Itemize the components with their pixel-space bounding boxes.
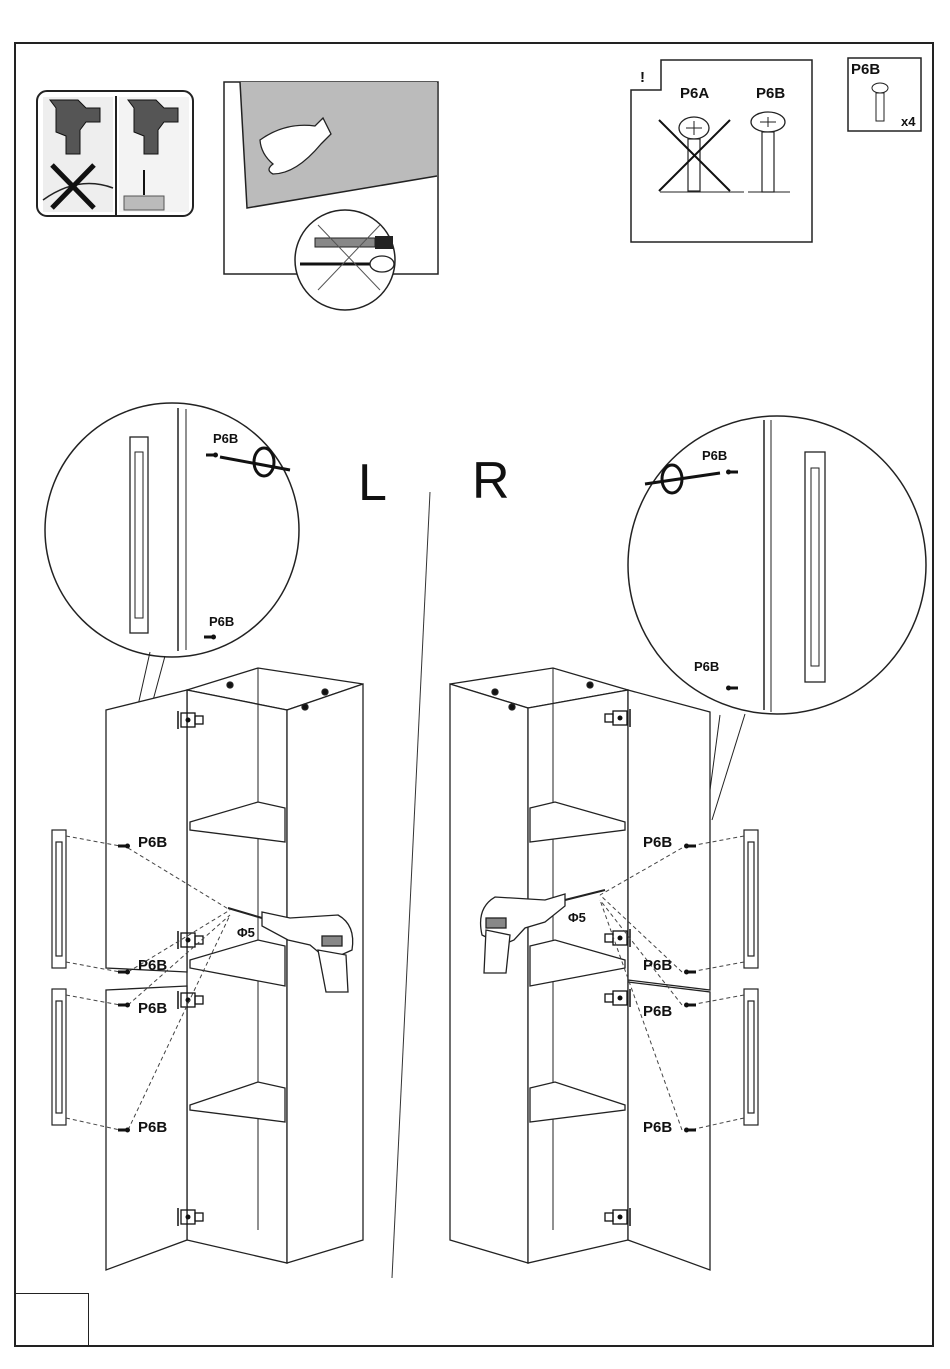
- parts-box-qty: x4: [901, 114, 916, 129]
- left-handle-top: [52, 830, 66, 968]
- right-detail-screw-top-label: P6B: [702, 448, 727, 463]
- right-detail-screw-bottom-label: P6B: [694, 659, 719, 674]
- left-screw-label-4: P6B: [138, 1119, 167, 1136]
- right-handle-top: [744, 830, 758, 968]
- screw-a-label: P6A: [680, 85, 709, 102]
- screw-warning-box: ! P6A P6B: [631, 60, 812, 242]
- left-detail-screw-top-label: P6B: [213, 431, 238, 446]
- left-screw-label-2: P6B: [138, 957, 167, 974]
- drill-warning-panel: [37, 91, 193, 216]
- drill-wall-forbidden-icon: [43, 97, 113, 212]
- left-handle-bottom: [52, 989, 66, 1125]
- left-drill-bit-label: Φ5: [237, 925, 255, 940]
- left-screw-label-3: P6B: [138, 1000, 167, 1017]
- left-screw-label-1: P6B: [138, 834, 167, 851]
- side-right-label: R: [472, 452, 510, 510]
- right-screw-label-4: P6B: [643, 1119, 672, 1136]
- parts-box-label: P6B: [851, 61, 880, 78]
- warning-mark: !: [640, 69, 645, 86]
- screw-a-icon: [659, 117, 744, 192]
- right-handle-bottom: [744, 989, 758, 1125]
- left-detail-screw-bottom-label: P6B: [209, 614, 234, 629]
- drill-wood-ok-icon: [119, 97, 189, 212]
- right-screw-label-1: P6B: [643, 834, 672, 851]
- right-screw-label-3: P6B: [643, 1003, 672, 1020]
- no-knife-panel: [224, 82, 438, 310]
- divider-line: [392, 492, 430, 1278]
- right-drill-bit-label: Φ5: [568, 910, 586, 925]
- screw-b-label: P6B: [756, 85, 785, 102]
- parts-box: P6B x4: [848, 58, 921, 131]
- right-screw-label-2: P6B: [643, 957, 672, 974]
- side-left-label: L: [358, 454, 387, 512]
- screw-b-icon: [748, 112, 790, 192]
- screw-icon: [872, 83, 888, 121]
